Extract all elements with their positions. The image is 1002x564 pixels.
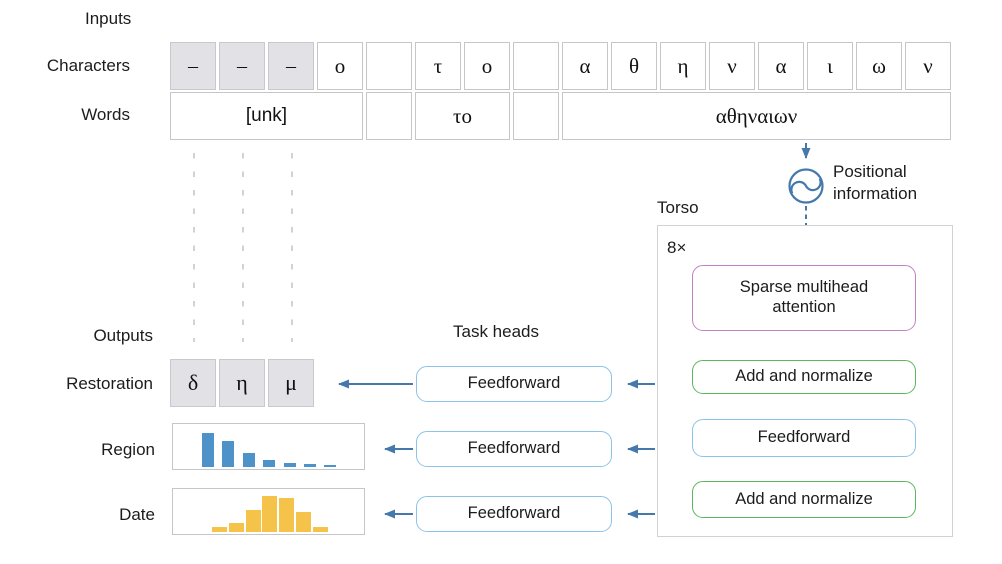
word-cell: το	[415, 92, 510, 140]
region-bar	[222, 441, 234, 467]
word-cell: αθηναιων	[562, 92, 951, 140]
date-bar	[246, 510, 261, 532]
words-label: Words	[81, 105, 130, 124]
date-bar	[279, 498, 294, 532]
character-cell: τ	[415, 42, 461, 90]
character-cell: η	[660, 42, 706, 90]
sparse-multihead-attention-block: Sparse multihead attention	[692, 265, 916, 331]
task-head-feedforward-2: Feedforward	[416, 431, 612, 467]
character-cell-masked: –	[219, 42, 265, 90]
restoration-cell: δ	[170, 359, 216, 407]
restoration-label: Restoration	[66, 374, 153, 393]
word-cell-space	[366, 92, 412, 140]
region-label: Region	[101, 440, 155, 459]
inputs-label: Inputs	[85, 9, 132, 28]
character-cell: ο	[464, 42, 510, 90]
restoration-cell: η	[219, 359, 265, 407]
character-cell: α	[758, 42, 804, 90]
word-cell-space	[513, 92, 559, 140]
torso-repeat-badge: 8×	[667, 238, 687, 257]
add-and-normalize-block-1: Add and normalize	[692, 360, 916, 394]
torso-feedforward-block: Feedforward	[692, 419, 916, 457]
character-cell: θ	[611, 42, 657, 90]
positional-encoding-icon	[788, 168, 824, 204]
region-distribution-chart	[172, 423, 365, 470]
date-bar	[296, 512, 311, 532]
task-head-feedforward-3: Feedforward	[416, 496, 612, 532]
date-label: Date	[119, 505, 155, 524]
character-cell-space	[513, 42, 559, 90]
character-cell: ν	[905, 42, 951, 90]
task-heads-label: Task heads	[453, 322, 539, 341]
torso-label: Torso	[657, 198, 699, 217]
words-row: [unk] το αθηναιων	[170, 92, 951, 140]
date-bar	[262, 496, 277, 532]
date-bar	[212, 527, 227, 532]
character-cell-masked: –	[268, 42, 314, 90]
region-bar	[284, 463, 296, 467]
word-cell-unk: [unk]	[170, 92, 363, 140]
character-cell: ι	[807, 42, 853, 90]
region-bar	[202, 433, 214, 467]
outputs-label: Outputs	[93, 326, 153, 345]
characters-row: – – – ο τ ο α θ η ν α ι ω ν	[170, 42, 951, 90]
character-cell-masked: –	[170, 42, 216, 90]
character-cell: α	[562, 42, 608, 90]
task-head-feedforward-1: Feedforward	[416, 366, 612, 402]
add-and-normalize-block-2: Add and normalize	[692, 481, 916, 518]
date-bar	[313, 527, 328, 532]
character-cell: ω	[856, 42, 902, 90]
restoration-cell: μ	[268, 359, 314, 407]
restoration-cells: δ η μ	[170, 359, 314, 407]
region-bar	[304, 464, 316, 467]
character-cell: ν	[709, 42, 755, 90]
masked-alignment-dashed-lines	[193, 153, 293, 342]
region-bar	[243, 453, 255, 467]
character-cell: ο	[317, 42, 363, 90]
positional-information-label: Positional information	[833, 162, 918, 203]
region-bar	[263, 460, 275, 467]
character-cell-space	[366, 42, 412, 90]
date-bar	[229, 523, 244, 532]
date-distribution-chart	[172, 488, 365, 535]
region-bar	[324, 465, 336, 467]
characters-label: Characters	[46, 56, 130, 75]
